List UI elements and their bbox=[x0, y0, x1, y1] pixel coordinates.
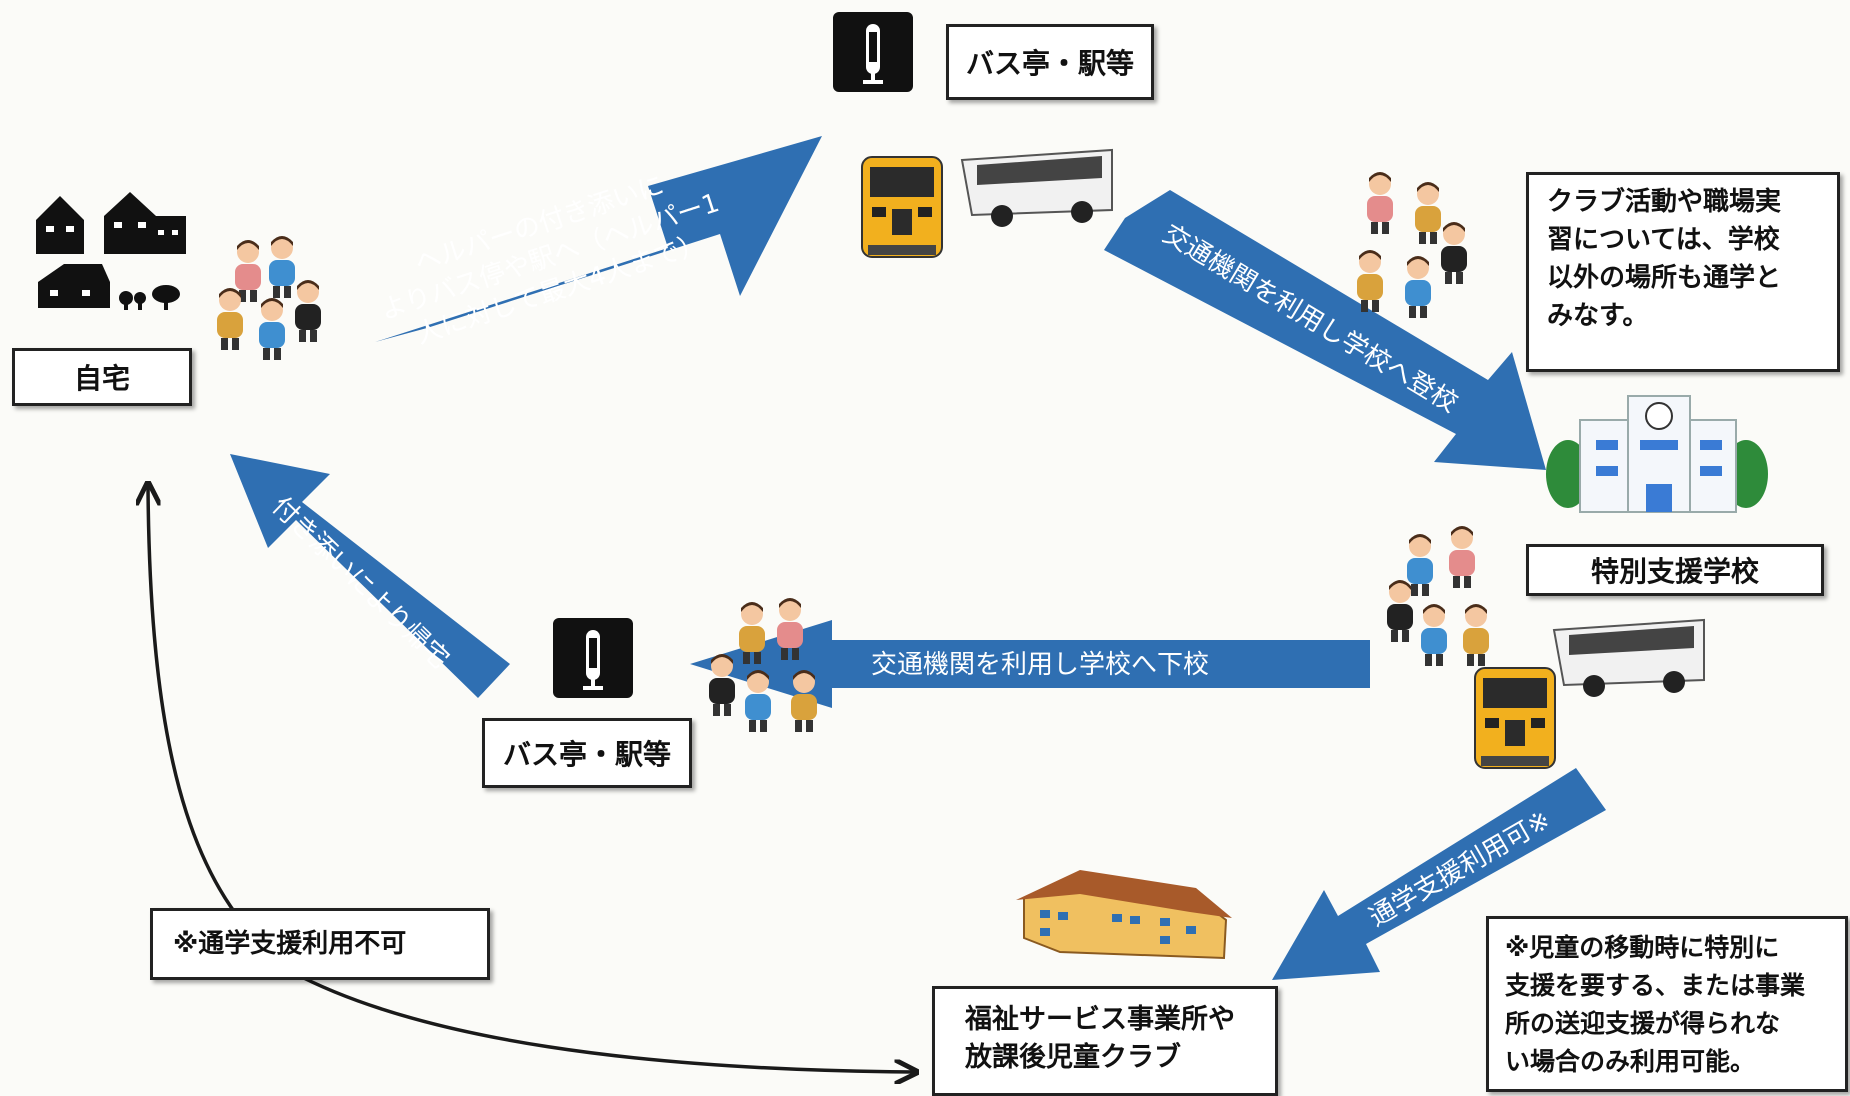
node-bus-stop-top: バス亭・駅等 bbox=[946, 24, 1154, 100]
node-welfare: 福祉サービス事業所や 放課後児童クラブ bbox=[932, 986, 1278, 1096]
curve-arrow-home bbox=[148, 486, 294, 974]
students-group-icon-home bbox=[217, 236, 321, 360]
node-school: 特別支援学校 bbox=[1526, 544, 1824, 596]
students-group-icon-school bbox=[1387, 526, 1489, 666]
bus-icon-school bbox=[1553, 619, 1705, 698]
arrow-school-to-stop bbox=[690, 620, 1370, 708]
node-bus-stop-bottom: バス亭・駅等 bbox=[482, 718, 692, 788]
note-club-activities: クラブ活動や職場実 習については、学校 以外の場所も通学と みなす。 bbox=[1526, 172, 1840, 372]
houses-icon bbox=[36, 192, 186, 310]
curve-arrow-welfare bbox=[291, 970, 914, 1072]
train-icon-top bbox=[861, 156, 943, 258]
students-group-icon-top-right bbox=[1357, 172, 1467, 318]
train-icon-school bbox=[1474, 667, 1556, 769]
bus-stop-sign-icon-bottom bbox=[553, 618, 633, 698]
arrow-stop-to-home bbox=[230, 454, 510, 698]
note-not-allowed: ※通学支援利用不可 bbox=[150, 908, 490, 980]
node-home: 自宅 bbox=[12, 348, 192, 406]
welfare-facility-icon bbox=[1016, 870, 1232, 960]
arrow-school-to-welfare bbox=[1272, 768, 1606, 980]
arrow-text-school-to-stop: 交通機関を利用し学校へ下校 bbox=[870, 650, 1209, 680]
school-building-icon bbox=[1546, 395, 1768, 513]
note-condition: ※児童の移動時に特別に 支援を要する、または事業 所の送迎支援が得られな い場合… bbox=[1486, 916, 1848, 1092]
bus-icon-top bbox=[961, 149, 1113, 228]
bus-stop-sign-icon-top bbox=[833, 12, 913, 92]
arrow-home-to-stop bbox=[375, 136, 822, 342]
arrow-stop-to-school bbox=[1104, 190, 1546, 470]
